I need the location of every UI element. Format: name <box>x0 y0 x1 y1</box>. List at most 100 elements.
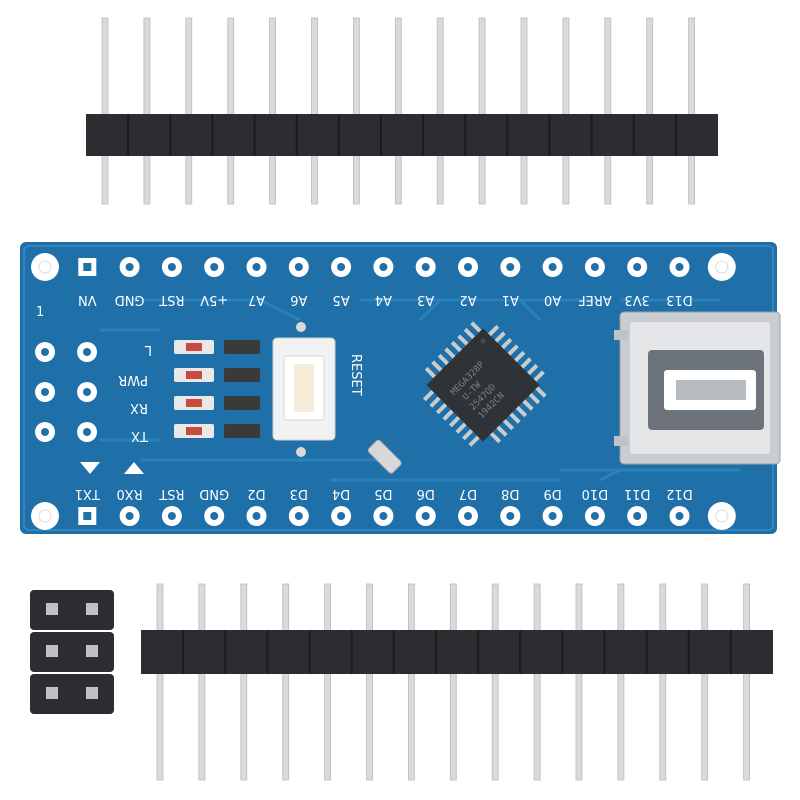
chip-leg <box>535 386 547 398</box>
bottom-pin-label: D9 <box>543 486 561 501</box>
chip-leg <box>455 422 467 434</box>
header-pin <box>478 17 486 205</box>
crystal <box>367 439 402 474</box>
chip-leg <box>487 324 500 337</box>
pad-hole <box>83 388 91 396</box>
header-pin <box>101 17 109 205</box>
pad-hole <box>41 348 49 356</box>
pad-hole <box>294 263 303 271</box>
top-pin-label: A0 <box>544 292 561 307</box>
pad-hole <box>252 263 261 271</box>
header-pin <box>324 583 332 781</box>
led-pwr <box>174 368 214 382</box>
chip-leg <box>431 360 443 372</box>
chip-leg <box>515 405 528 418</box>
pad-hole <box>337 263 346 271</box>
led-label-tx: TX <box>131 428 149 443</box>
chip-body <box>426 328 540 442</box>
pad-hole <box>125 263 134 271</box>
header-pin <box>520 17 528 205</box>
icsp-pin <box>46 603 58 615</box>
chip-leg <box>468 435 480 447</box>
bottom-pin-label: D7 <box>459 486 477 501</box>
top-pin-label: A7 <box>248 292 265 307</box>
bottom-pin-label: RX0 <box>116 486 142 501</box>
chip-leg <box>463 327 476 340</box>
chip-leg <box>507 344 519 356</box>
led-label-l: L <box>144 342 152 357</box>
chip-leg <box>448 415 461 428</box>
header-pin <box>562 17 570 205</box>
header-pin <box>688 17 695 205</box>
chip-leg <box>489 431 502 444</box>
pin-one-mark: 1 <box>36 305 44 320</box>
chip-leg <box>444 347 456 359</box>
chip-leg <box>422 389 435 402</box>
bottom-pin-label: RST <box>159 486 184 501</box>
led-label-pwr: PWR <box>118 372 148 387</box>
chip-leg <box>496 425 508 437</box>
header-pin <box>407 583 415 781</box>
led-l <box>174 340 214 354</box>
pad-hole <box>41 388 49 396</box>
pad-hole <box>675 263 684 271</box>
icsp-pin <box>86 687 98 699</box>
led-label-rx: RX <box>130 400 148 415</box>
top-pin-label: A3 <box>417 292 434 307</box>
bottom-pin-label: GND <box>199 486 229 501</box>
header-pin <box>227 17 235 205</box>
chip-leg <box>533 370 545 382</box>
reset-label: RESET <box>348 354 363 396</box>
icsp-pin <box>86 645 98 657</box>
header-pin <box>617 583 625 781</box>
chip-leg <box>494 331 506 343</box>
pad-hole <box>210 512 219 520</box>
pad-hole <box>125 512 134 520</box>
bottom-pin-header <box>141 583 773 781</box>
header-body <box>86 114 718 156</box>
pad-hole <box>633 263 642 271</box>
trace <box>599 468 621 482</box>
chip-leg <box>461 428 474 441</box>
bottom-pin-label: D4 <box>332 486 350 501</box>
pad-hole <box>167 512 176 520</box>
pad-hole <box>506 512 515 520</box>
pad-hole <box>167 263 176 271</box>
top-pin-label: 3V3 <box>624 292 649 307</box>
led-rx <box>174 396 214 410</box>
header-pin <box>533 583 541 781</box>
pad-hole <box>83 512 92 520</box>
pad-hole <box>548 512 557 520</box>
bottom-pin-label: D5 <box>374 486 392 501</box>
bottom-pin-label: D2 <box>247 486 265 501</box>
header-pin <box>352 17 360 205</box>
chip-leg <box>424 366 437 379</box>
trace <box>259 298 301 322</box>
chip-leg <box>429 396 441 408</box>
mini-usb-connector <box>614 311 781 465</box>
icsp-block <box>30 674 114 714</box>
top-pin-label: GND <box>115 292 145 307</box>
chip-leg <box>526 363 539 376</box>
pad-hole <box>379 512 388 520</box>
chip-leg <box>502 418 515 431</box>
header-pin <box>743 583 750 781</box>
pad-hole <box>633 512 642 520</box>
trace <box>418 298 442 322</box>
top-pin-label: A6 <box>290 292 307 307</box>
icsp-block <box>30 632 114 672</box>
pad-hole <box>548 263 557 271</box>
pad-hole <box>675 512 684 520</box>
resistor-array <box>224 340 260 438</box>
header-pin <box>198 583 206 781</box>
header-pin <box>394 17 402 205</box>
trace <box>518 298 542 322</box>
chip-legs <box>422 321 547 447</box>
tx-arrow <box>80 462 100 474</box>
bottom-pin-pads <box>31 502 736 530</box>
atmega328p-chip <box>422 321 547 447</box>
header-body <box>141 630 773 674</box>
header-pin <box>143 17 151 205</box>
header-pin <box>282 583 290 781</box>
